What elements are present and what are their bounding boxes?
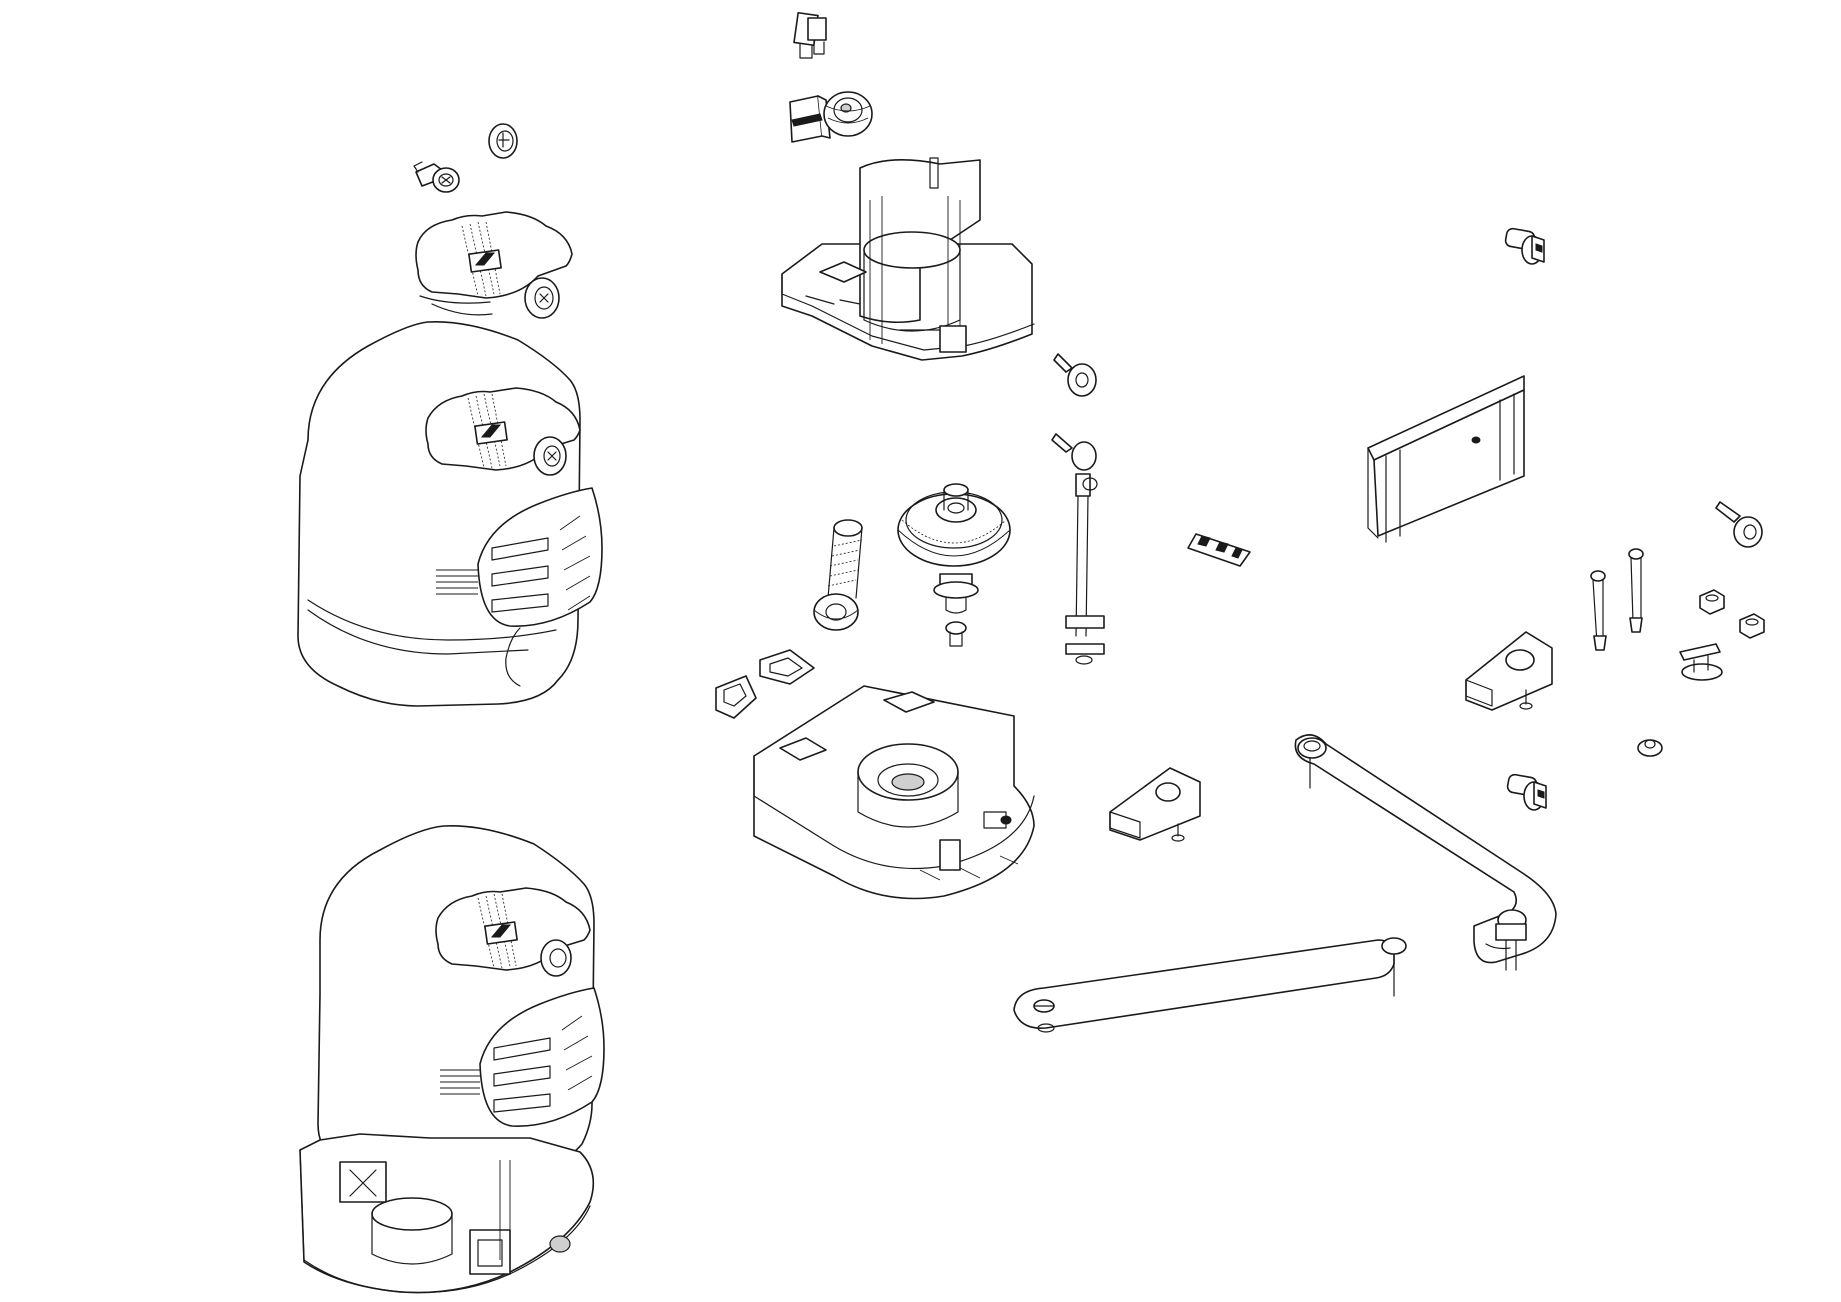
output-gear <box>897 483 1011 647</box>
release-key-top <box>1504 227 1545 265</box>
wing-nut-right <box>1715 501 1763 548</box>
curved-arm <box>1294 734 1557 971</box>
motor-winding-bobbin <box>823 91 873 137</box>
mounting-bracket-plate <box>1367 375 1525 543</box>
gasket-pair <box>715 649 815 719</box>
motor-with-upper-frame <box>781 157 1035 361</box>
long-bolts <box>1590 548 1644 651</box>
tie-rod-assembly <box>1051 433 1105 665</box>
release-lever <box>1679 643 1723 681</box>
motor-terminal-connector <box>793 11 827 59</box>
motor-capacitor <box>789 95 831 143</box>
small-nuts <box>1699 589 1765 639</box>
release-key-bottom <box>1506 773 1547 811</box>
gearbox-base <box>753 685 1035 900</box>
cover-lock-cylinder <box>413 161 460 193</box>
limit-switch-board <box>1187 533 1251 567</box>
assembled-operator <box>299 825 605 1294</box>
cover-release-knob <box>415 211 573 319</box>
lock-cap <box>488 123 518 159</box>
bracket-block-center <box>1109 767 1201 842</box>
wing-nut-upper <box>1053 353 1097 397</box>
upper-cover-housing <box>297 321 603 707</box>
bracket-block-right <box>1465 631 1553 711</box>
worm-drive-shaft <box>813 519 863 631</box>
washer <box>1637 739 1663 757</box>
straight-arm <box>1013 937 1407 1033</box>
